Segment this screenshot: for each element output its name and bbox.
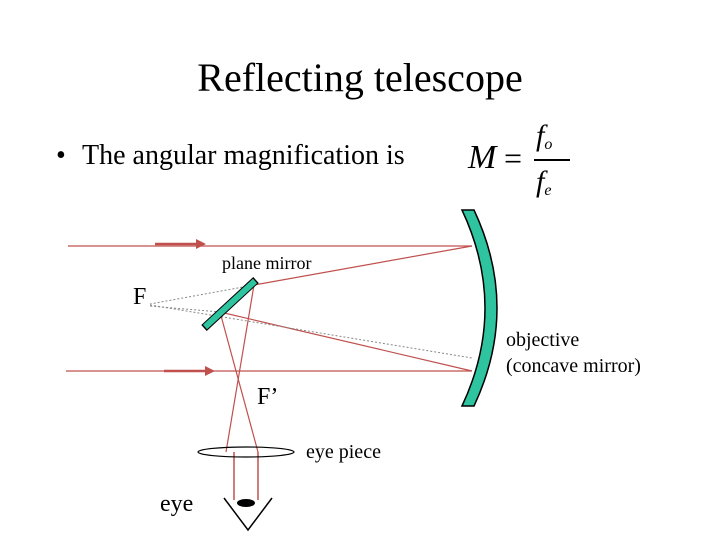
reflected-ray-bottom	[219, 311, 473, 372]
denominator-symbol: f	[536, 165, 545, 198]
arrow-bottom-icon	[164, 366, 215, 376]
dotted-line-top	[149, 284, 255, 305]
page-title: Reflecting telescope	[197, 55, 523, 100]
down-ray-right	[225, 284, 255, 453]
numerator-symbol: f	[536, 119, 545, 152]
focus-label: F	[133, 284, 147, 310]
bullet-icon: •	[56, 140, 66, 171]
focus-prime-label: F’	[257, 384, 279, 410]
reflected-ray-top	[253, 245, 473, 286]
dotted-line-bottom	[149, 305, 221, 313]
down-ray-left	[219, 311, 259, 453]
formula-numerator: fo	[536, 118, 552, 163]
plane-mirror-face	[202, 278, 258, 330]
objective-label: objective	[506, 329, 580, 351]
plane-mirror-label: plane mirror	[222, 253, 312, 273]
concave-mirror-label: (concave mirror)	[506, 355, 641, 377]
eye-icon	[223, 497, 273, 532]
denominator-subscript: e	[544, 182, 552, 199]
arrow-top-icon	[155, 239, 206, 249]
bullet-text: The angular magnification is	[82, 140, 405, 171]
numerator-subscript: o	[544, 136, 553, 153]
eyepiece-lens-icon	[197, 446, 295, 458]
magnification-formula: M = fo fe	[466, 118, 576, 208]
dotted-axis-line	[149, 304, 473, 359]
formula-denominator: fe	[536, 164, 551, 209]
fraction-bar	[534, 159, 570, 161]
concave-mirror-icon	[460, 209, 498, 407]
bullet-text-line: • The angular magnification is	[56, 136, 405, 176]
eye-label: eye	[160, 491, 194, 517]
formula-equals: =	[504, 140, 523, 176]
formula-lhs: M	[468, 139, 497, 176]
eye-piece-label: eye piece	[306, 441, 381, 463]
